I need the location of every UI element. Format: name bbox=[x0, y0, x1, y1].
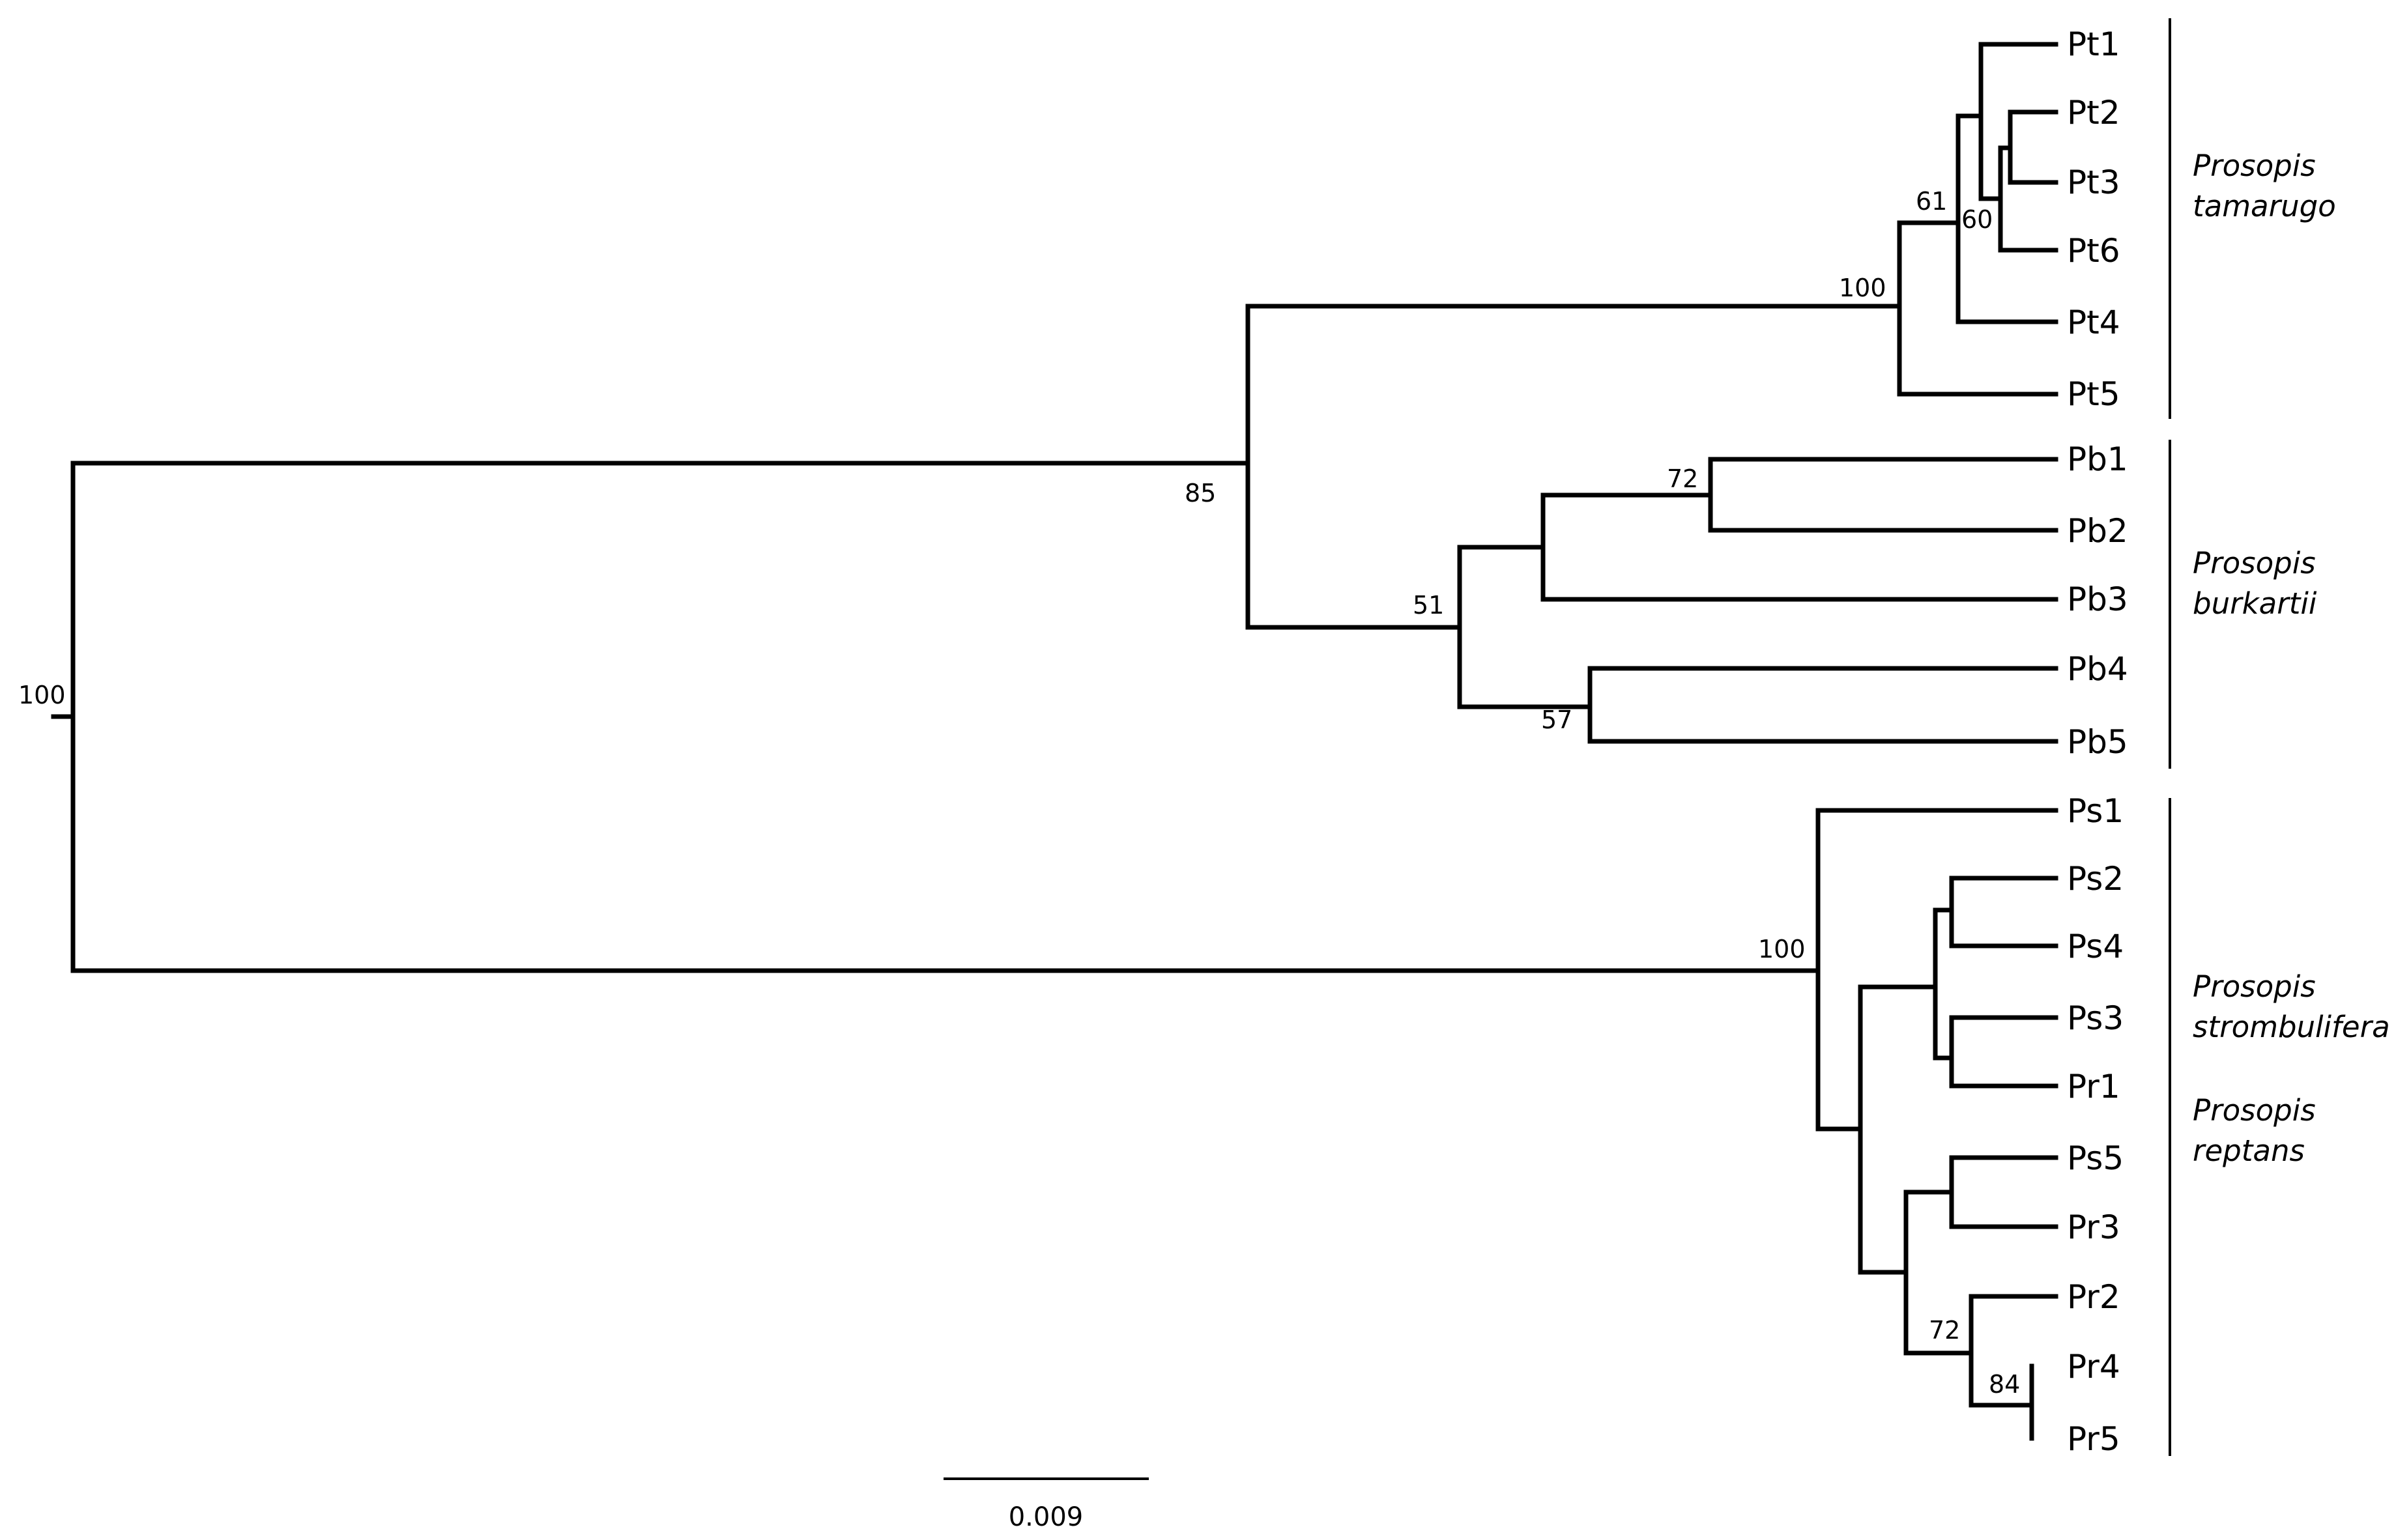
tip-label: Pr5 bbox=[2067, 1420, 2120, 1458]
tip-label: Pt3 bbox=[2067, 164, 2120, 201]
tip-label: Pt6 bbox=[2067, 232, 2120, 270]
tip-label: Ps4 bbox=[2067, 928, 2124, 965]
bootstrap-value-burk57: 57 bbox=[1541, 706, 1572, 734]
bootstrap-values: 100 85 100 61 60 51 72 57 100 72 84 bbox=[18, 187, 2020, 1399]
tip-label: Pr3 bbox=[2067, 1208, 2120, 1246]
tip-label: Pr4 bbox=[2067, 1348, 2120, 1386]
tip-label: Pb5 bbox=[2067, 723, 2128, 761]
tip-label: Pr1 bbox=[2067, 1068, 2120, 1105]
bootstrap-value-tam60: 60 bbox=[1961, 205, 1993, 234]
tip-label: Pr2 bbox=[2067, 1278, 2120, 1316]
clade-label-tamarugo: Prosopis bbox=[2193, 149, 2316, 183]
tree-branches bbox=[51, 42, 2058, 1441]
clade-label-burkartii-line2: burkartii bbox=[2193, 586, 2317, 621]
tip-label: Pt1 bbox=[2067, 25, 2120, 63]
bootstrap-value-tb: 85 bbox=[1185, 479, 1216, 507]
clade-label-reptans: Prosopis bbox=[2193, 1093, 2316, 1128]
bootstrap-value-burkartii: 51 bbox=[1413, 591, 1444, 620]
tip-label: Pt4 bbox=[2067, 304, 2120, 341]
tip-label: Pt2 bbox=[2067, 94, 2120, 132]
tip-label: Ps3 bbox=[2067, 999, 2124, 1037]
bootstrap-value-tamarugo: 100 bbox=[1839, 274, 1886, 302]
tip-label: Pb1 bbox=[2067, 440, 2128, 478]
bootstrap-value-burk72: 72 bbox=[1667, 464, 1698, 493]
tip-label: Pb3 bbox=[2067, 580, 2128, 618]
scale-bar: 0.009 bbox=[944, 1477, 1149, 1532]
clade-label-strombulifera-line2: strombulifera bbox=[2193, 1010, 2390, 1044]
bootstrap-value-sr: 100 bbox=[1758, 935, 1806, 963]
clade-label-burkartii: Prosopis bbox=[2193, 546, 2316, 580]
bootstrap-value-tam61: 61 bbox=[1916, 187, 1947, 216]
tip-label: Pb4 bbox=[2067, 650, 2128, 688]
bootstrap-value-root: 100 bbox=[18, 681, 66, 709]
tip-label: Pt5 bbox=[2067, 375, 2120, 413]
tip-label: Ps2 bbox=[2067, 860, 2124, 898]
tip-label: Ps1 bbox=[2067, 792, 2124, 830]
tip-label: Ps5 bbox=[2067, 1139, 2124, 1177]
clade-labels: Prosopis tamarugo Prosopis burkartii Pro… bbox=[2193, 149, 2390, 1168]
bootstrap-value-rep84: 84 bbox=[1989, 1370, 2020, 1399]
tip-label: Pb2 bbox=[2067, 512, 2128, 550]
scale-bar-label: 0.009 bbox=[1009, 1502, 1084, 1532]
tip-labels: Pt1 Pt2 Pt3 Pt6 Pt4 Pt5 Pb1 Pb2 Pb3 Pb4 … bbox=[2067, 25, 2128, 1458]
bootstrap-value-rep72: 72 bbox=[1929, 1316, 1960, 1345]
clade-label-strombulifera: Prosopis bbox=[2193, 969, 2316, 1004]
clade-label-tamarugo-line2: tamarugo bbox=[2193, 189, 2336, 223]
clade-label-reptans-line2: reptans bbox=[2193, 1134, 2305, 1168]
